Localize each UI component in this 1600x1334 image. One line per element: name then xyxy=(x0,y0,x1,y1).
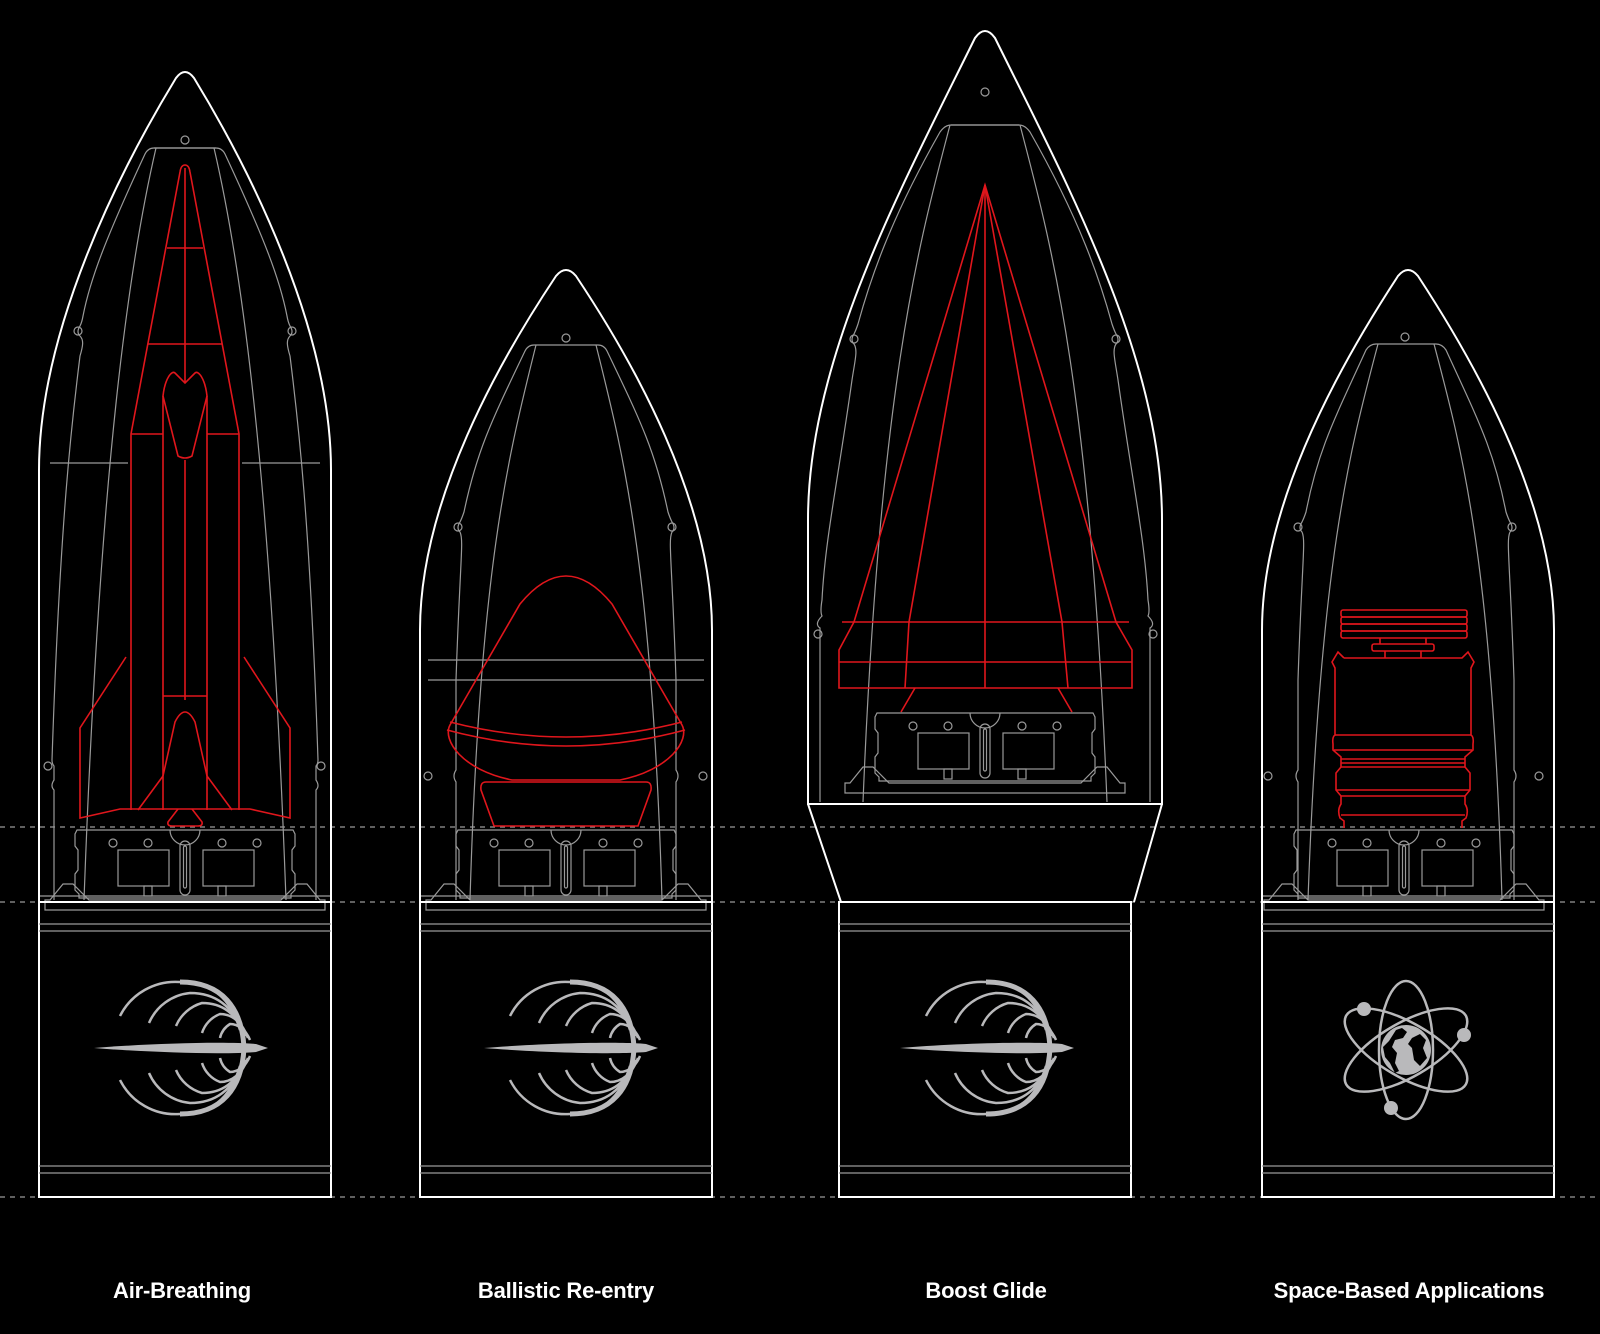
hypersonic-wave-icon xyxy=(484,982,658,1114)
payload-air-breathing-vehicle xyxy=(79,164,291,827)
payload-glide-cone xyxy=(838,182,1133,713)
label-air-breathing: Air-Breathing xyxy=(113,1278,251,1303)
label-space-based-applications: Space-Based Applications xyxy=(1273,1278,1545,1303)
fairing-air-breathing xyxy=(38,71,332,1198)
atom-earth-icon xyxy=(1343,979,1471,1121)
fairing-space-based xyxy=(1261,269,1555,1198)
fairing-boost-glide xyxy=(807,30,1163,1198)
hypersonic-wave-icon xyxy=(94,982,268,1114)
payload-reentry-capsule xyxy=(446,575,686,827)
payload-satellite-module xyxy=(1331,609,1475,828)
label-boost-glide: Boost Glide xyxy=(925,1278,1047,1303)
label-ballistic-reentry: Ballistic Re-entry xyxy=(477,1278,655,1303)
hypersonic-wave-icon xyxy=(900,982,1074,1114)
fairing-ballistic-reentry xyxy=(419,269,713,1198)
